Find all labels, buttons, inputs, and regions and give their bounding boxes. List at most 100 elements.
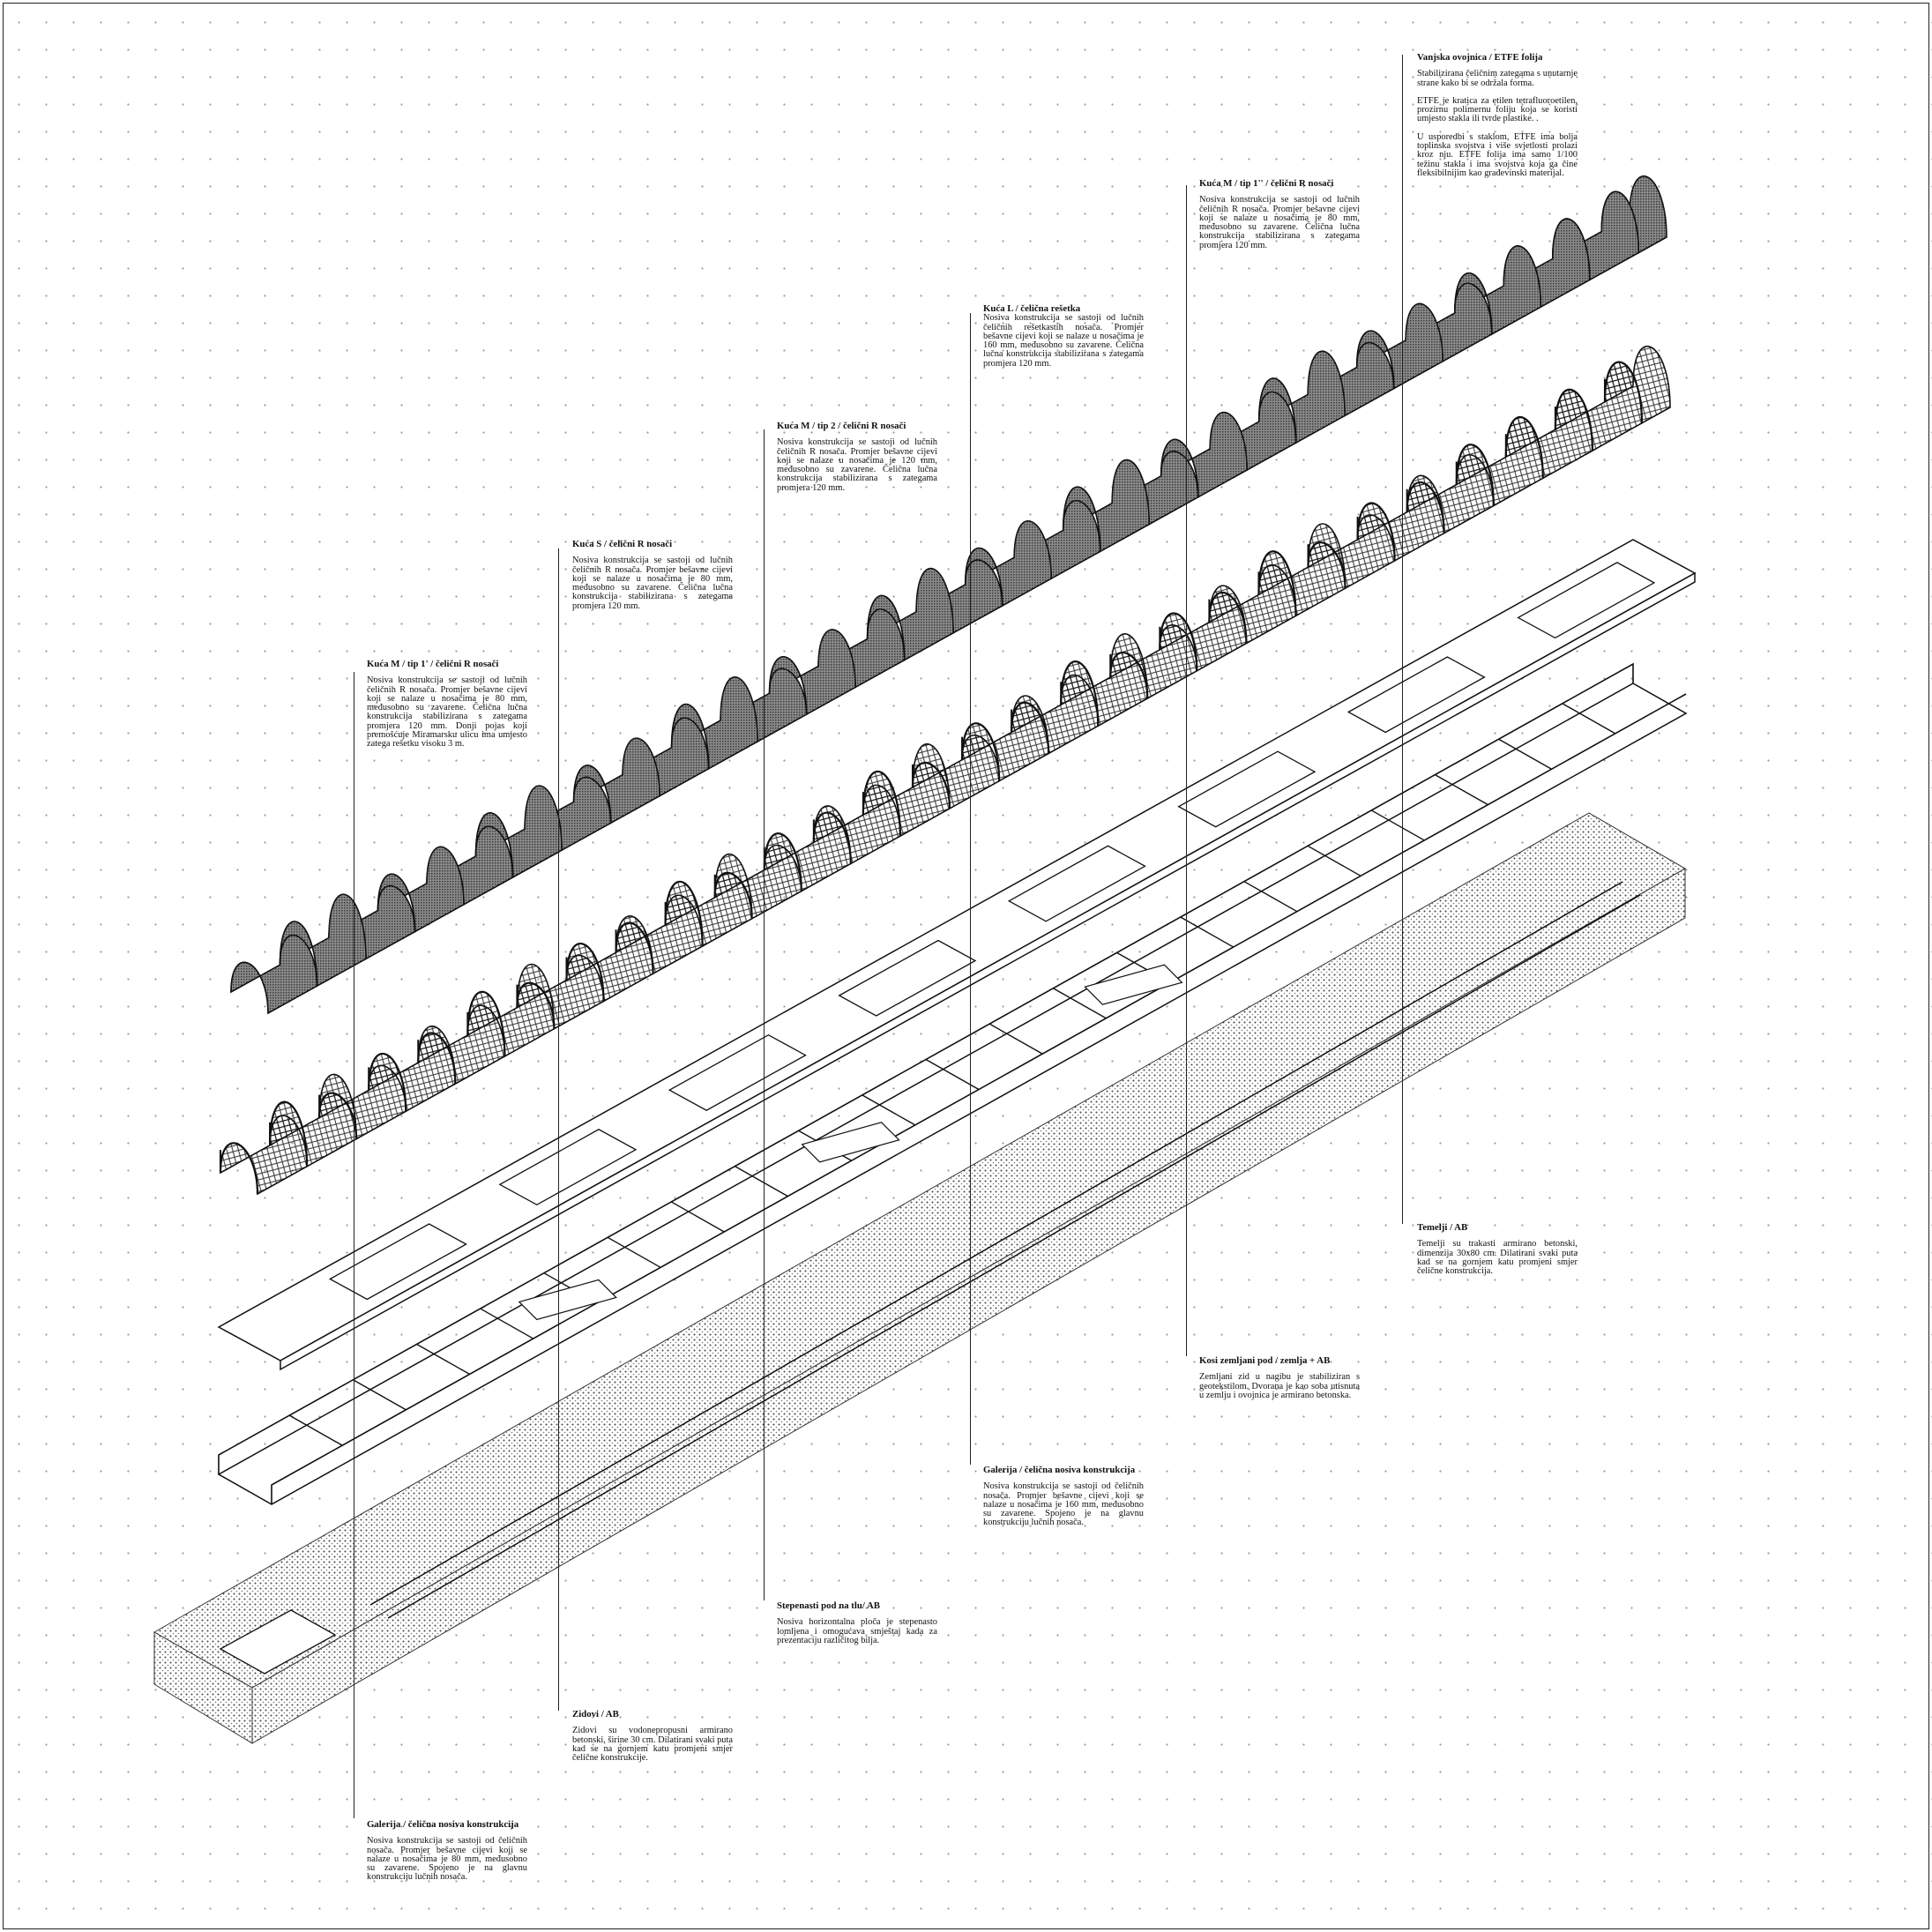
annotation-house-m-type1p: Kuća M / tip 1' / čelični R nosači Nosiv…	[367, 659, 527, 758]
steel-arch-rib	[219, 1142, 259, 1195]
wall-partition	[607, 1236, 661, 1268]
gallery-slab-layer	[217, 539, 1697, 1371]
annotation-text: ETFE je kratica za etilen tetrafluoroeti…	[1417, 95, 1578, 124]
annotation-title: Kuća L / čelična rešetka	[983, 303, 1081, 314]
annotation-gallery-80: Galerija / čelična nosiva konstrukcija N…	[367, 1819, 527, 1891]
annotation-house-l: Kuća L / čelična rešetka Nosiva konstruk…	[983, 303, 1144, 377]
annotation-text: Temelji su trakasti armirano betonski, d…	[1417, 1239, 1578, 1277]
annotation-stepped-floor: Stepenasti pod na tlu/ AB Nosiva horizon…	[777, 1600, 937, 1654]
leader-line	[1402, 55, 1403, 1224]
etfe-vault-arch	[279, 921, 318, 987]
annotation-title: Temelji / AB	[1417, 1222, 1468, 1233]
leader-line	[1186, 185, 1187, 1356]
slab-opening	[1177, 750, 1317, 828]
annotation-title: Vanjska ovojnica / ETFE folija	[1417, 52, 1543, 63]
steel-arch-rib	[1060, 660, 1100, 727]
annotation-title: Kuća M / tip 2 / čelični R nosači	[777, 421, 906, 431]
wall-partition	[735, 1165, 788, 1197]
wall-partition	[1435, 773, 1488, 806]
slab-opening	[668, 1033, 807, 1111]
wall-partition	[1243, 881, 1298, 913]
annotation-etfe-envelope: Vanjska ovojnica / ETFE folija Stabilizi…	[1417, 52, 1578, 187]
stepped-floor-plate	[518, 1279, 617, 1321]
annotation-title: Stepenasti pod na tlu/ AB	[777, 1600, 880, 1611]
steel-arch-rib	[565, 943, 605, 1002]
etfe-vault	[230, 934, 318, 1015]
steel-arch-rib	[368, 1052, 407, 1112]
annotation-text: Nosiva konstrukcija se sastoji od čeličn…	[367, 1836, 527, 1883]
foundation-pit	[219, 1609, 337, 1675]
annotation-text: Nosiva konstrukcija se sastoji od lučnih…	[572, 556, 733, 611]
wall-partition	[1053, 988, 1107, 1019]
annotation-text: Zemljani zid u nagibu je stabiliziran s …	[1199, 1372, 1360, 1400]
etfe-vault-arch	[866, 594, 906, 660]
annotation-text: Nosiva konstrukcija se sastoji od lučnih…	[1199, 195, 1360, 250]
etfe-vault-arch	[1160, 438, 1199, 497]
annotation-title: Galerija / čelična nosiva konstrukcija	[983, 1465, 1136, 1475]
wall-front	[271, 693, 1687, 1504]
annotation-text: Nosiva konstrukcija se sastoji od lučnih…	[367, 675, 527, 750]
stepped-floor-plate	[1084, 964, 1183, 1005]
gallery-slab-edge	[280, 571, 1696, 1371]
wall-partition	[862, 1094, 916, 1126]
stepped-floor-plate	[801, 1122, 900, 1163]
annotation-text: Zidovi su vodonepropusni armirano betons…	[572, 1726, 733, 1764]
wall-partition	[416, 1343, 470, 1376]
wall-partition	[988, 1023, 1043, 1055]
wall-partition	[1498, 738, 1552, 770]
wall-partition	[1180, 916, 1235, 948]
steel-arch-rib	[1159, 612, 1198, 671]
etfe-vault-arch	[1063, 486, 1101, 552]
leader-line	[558, 548, 559, 1711]
annotation-foundations: Temelji / AB Temelji su trakasti armiran…	[1417, 1222, 1578, 1285]
etfe-vault-arch	[474, 812, 514, 878]
etfe-vault-arch	[965, 547, 1003, 607]
wall-partition	[1307, 845, 1361, 876]
wall-partition	[1370, 809, 1425, 841]
wall-partition	[353, 1379, 407, 1411]
annotation-title: Kuća M / tip 1' / čelični R nosači	[367, 659, 499, 669]
annotation-title: Kuća M / tip 1'' / čelični R nosači	[1199, 178, 1334, 189]
annotation-text: Nosiva konstrukcija se sastoji od lučnih…	[777, 437, 937, 493]
etfe-vault-arch	[1454, 272, 1493, 335]
annotation-title: Kosi zemljani pod / zemlja + AB	[1199, 1355, 1331, 1366]
annotation-sloped-earth-floor: Kosi zemljani pod / zemlja + AB Zemljani…	[1199, 1355, 1360, 1409]
foundation-layer	[153, 812, 1687, 1744]
etfe-vault-arch	[377, 873, 416, 932]
foundation-side	[153, 1631, 253, 1744]
annotation-walls: Zidovi / AB Zidovi su vodonepropusni arm…	[572, 1709, 733, 1772]
slab-opening	[1517, 562, 1656, 639]
steel-arch-rib	[763, 832, 802, 891]
slab-opening	[838, 939, 977, 1017]
annotation-text: Nosiva konstrukcija se sastoji od lučnih…	[983, 313, 1144, 369]
wall-partition	[288, 1414, 343, 1446]
annotation-text: Nosiva konstrukcija se sastoji od čeličn…	[983, 1481, 1144, 1528]
annotation-text: Nosiva horizontalna ploča je stepenasto …	[777, 1617, 937, 1645]
slab-opening	[498, 1129, 638, 1206]
steel-arch-rib	[269, 1100, 309, 1167]
slab-opening	[328, 1223, 467, 1301]
etfe-vault-arch	[768, 656, 808, 715]
leader-line	[970, 313, 971, 1465]
foundation-strip	[369, 881, 1623, 1606]
foundation-strip	[387, 894, 1641, 1619]
etfe-envelope-layer	[230, 175, 1667, 1015]
etfe-vault-arch	[572, 765, 612, 824]
steel-arch-rib	[1455, 444, 1495, 506]
wall-partition	[670, 1201, 725, 1233]
annotation-title: Galerija / čelična nosiva konstrukcija	[367, 1819, 519, 1830]
etfe-vault-arch	[1258, 377, 1297, 444]
steel-arch-rib	[466, 990, 506, 1056]
annotation-house-s: Kuća S / čelični R nosači Nosiva konstru…	[572, 539, 733, 620]
steel-arch-rib	[1356, 502, 1396, 561]
annotation-text: Stabilizirana čeličnim zategama s unutar…	[1417, 69, 1578, 88]
steel-arch-rib	[664, 880, 704, 947]
leader-line	[764, 429, 765, 1600]
annotation-gallery-160: Galerija / čelična nosiva konstrukcija N…	[983, 1465, 1144, 1537]
etfe-vault-arch	[670, 704, 710, 769]
annotation-house-m-type2: Kuća M / tip 2 / čelični R nosači Nosiva…	[777, 421, 937, 502]
slab-opening	[1346, 656, 1486, 734]
steel-arch-rib	[961, 722, 1001, 781]
etfe-vault-arch	[1356, 330, 1395, 389]
